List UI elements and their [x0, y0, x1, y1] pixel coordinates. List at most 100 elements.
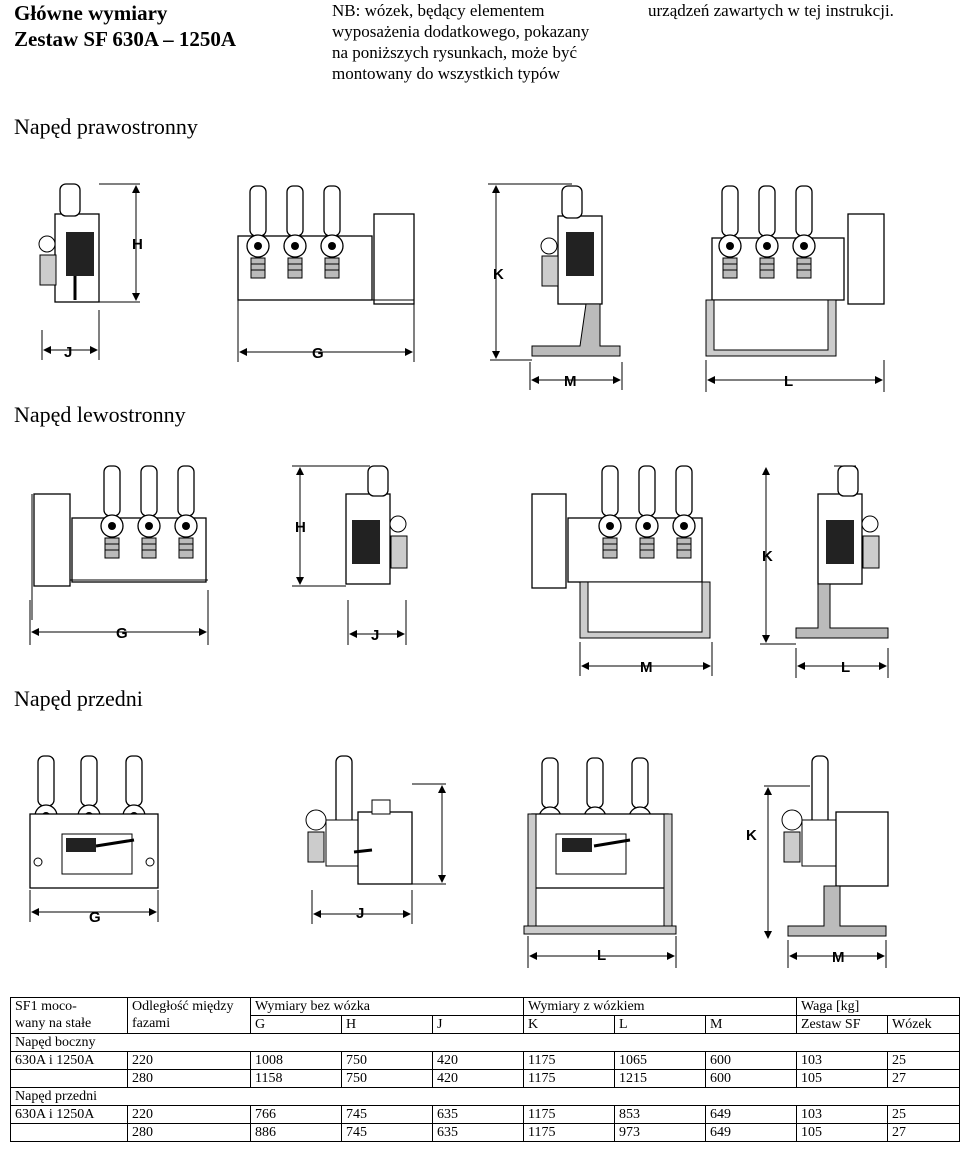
dim-label-m: M: [564, 373, 577, 390]
page-title: Główne wymiary Zestaw SF 630A – 1250A: [14, 0, 236, 52]
drawing-left-side-h: [345, 465, 408, 585]
table-section-row: Napęd przedni: [10, 1087, 960, 1106]
table-cell: 766: [250, 1105, 342, 1124]
dim-label-j: J: [64, 344, 72, 361]
table-cell: 1008: [250, 1051, 342, 1070]
note-line: montowany do wszystkich typów: [332, 64, 561, 83]
drawing-right-side-cart-front: [705, 185, 885, 357]
drawing-left-side-g: [31, 465, 208, 620]
table-cell: 649: [705, 1123, 797, 1142]
table-cell: [10, 1069, 128, 1088]
table-cell: 420: [432, 1069, 524, 1088]
table-cell: 1065: [614, 1051, 706, 1070]
table-header-cell: Wymiary z wózkiem: [523, 997, 797, 1016]
table-cell: 649: [705, 1105, 797, 1124]
table-cell: 1175: [523, 1123, 615, 1142]
table-header-cell: K: [523, 1015, 615, 1034]
dim-label-l: L: [597, 947, 606, 964]
table-cell: 103: [796, 1105, 888, 1124]
table-cell: 600: [705, 1051, 797, 1070]
table-header-row: SF1 moco- wany na stałe Odległość między…: [10, 997, 960, 1034]
header-text: SF1 moco-: [15, 999, 77, 1014]
drawing-left-side-cart: [795, 465, 889, 639]
table-cell: 630A i 1250A: [10, 1051, 128, 1070]
table-header-cell: L: [614, 1015, 706, 1034]
drawing-right-side-cart: [531, 185, 621, 357]
table-header-cell: Waga [kg]: [796, 997, 960, 1016]
note-line: NB: wózek, będący elementem: [332, 1, 545, 20]
dim-label-m: M: [640, 659, 653, 676]
table-header-cell: Wymiary bez wózka: [250, 997, 524, 1016]
dim-label-k: K: [493, 266, 504, 283]
table-cell: 27: [887, 1123, 960, 1142]
table-cell: 630A i 1250A: [10, 1105, 128, 1124]
dim-label-g: G: [89, 909, 101, 926]
note-line: wyposażenia dodatkowego, pokazany: [332, 22, 590, 41]
table-header-cell: Zestaw SF: [796, 1015, 888, 1034]
table-subheader-row: G H J K L M Zestaw SF Wózek: [11, 1015, 960, 1034]
drawing-front-cart-side: [781, 755, 889, 937]
note-block: NB: wózek, będący elementem wyposażenia …: [332, 0, 589, 84]
note-continuation: urządzeń zawartych w tej instrukcji.: [648, 1, 894, 20]
dim-label-j: J: [371, 627, 379, 644]
dim-label-m: M: [832, 949, 845, 966]
table-cell: [10, 1123, 128, 1142]
table-header-cell: M: [705, 1015, 797, 1034]
table-cell: 105: [796, 1069, 888, 1088]
table-cell: 1175: [523, 1069, 615, 1088]
dim-label-h: H: [132, 236, 143, 253]
title-line-1: Główne wymiary: [14, 1, 168, 25]
table-header-cell: SF1 moco- wany na stałe: [10, 997, 128, 1034]
table-cell: 635: [432, 1123, 524, 1142]
table-cell: 420: [432, 1051, 524, 1070]
dim-label-k: K: [746, 827, 757, 844]
table-cell: 280: [127, 1069, 251, 1088]
table-cell: 220: [127, 1105, 251, 1124]
table-cell: 1215: [614, 1069, 706, 1088]
dimensions-table: SF1 moco- wany na stałe Odległość między…: [10, 997, 960, 1142]
table-cell: 280: [127, 1123, 251, 1142]
section-heading-left: Napęd lewostronny: [14, 402, 186, 427]
note-line: na poniższych rysunkach, może być: [332, 43, 577, 62]
table-cell: 853: [614, 1105, 706, 1124]
table-row: 280 886 745 635 1175 973 649 105 27: [10, 1123, 960, 1142]
table-header-cell: J: [432, 1015, 524, 1034]
dim-label-g: G: [312, 345, 324, 362]
table-header-cell: G: [250, 1015, 342, 1034]
table-header-cell: Wózek: [887, 1015, 960, 1034]
header-text: wany na stałe: [15, 1016, 92, 1031]
table-cell: 105: [796, 1123, 888, 1142]
dim-label-g: G: [116, 625, 128, 642]
dim-label-h: H: [295, 519, 306, 536]
table-cell: 1158: [250, 1069, 342, 1088]
drawing-front-j: [305, 755, 413, 885]
table-cell: 25: [887, 1051, 960, 1070]
table-cell: 600: [705, 1069, 797, 1088]
table-cell: 750: [341, 1051, 433, 1070]
table-cell: 886: [250, 1123, 342, 1142]
table-section-row: Napęd boczny: [10, 1033, 960, 1052]
drawing-front-g: [29, 755, 159, 889]
dim-label-l: L: [784, 373, 793, 390]
drawing-left-side-cart-front: [531, 465, 711, 639]
section-heading-right: Napęd prawostronny: [14, 114, 198, 139]
technical-drawings: H J G K M L: [29, 183, 889, 968]
dim-label-l: L: [841, 659, 850, 676]
table-section-title: Napęd przedni: [10, 1087, 960, 1106]
drawing-right-side-g: [237, 185, 415, 305]
table-row: 630A i 1250A 220 1008 750 420 1175 1065 …: [10, 1051, 960, 1070]
header-text: fazami: [132, 1016, 171, 1031]
drawing-right-side-h: [38, 183, 100, 303]
table-cell: 103: [796, 1051, 888, 1070]
table-cell: 25: [887, 1105, 960, 1124]
table-row: 280 1158 750 420 1175 1215 600 105 27: [10, 1069, 960, 1088]
table-cell: 973: [614, 1123, 706, 1142]
table-cell: 220: [127, 1051, 251, 1070]
dim-label-k: K: [762, 548, 773, 565]
table-cell: 27: [887, 1069, 960, 1088]
table-cell: 635: [432, 1105, 524, 1124]
table-row: 630A i 1250A 220 766 745 635 1175 853 64…: [10, 1105, 960, 1124]
table-header-cell: Odległość między fazami: [127, 997, 251, 1034]
table-section-title: Napęd boczny: [10, 1033, 960, 1052]
table-header-cell: H: [341, 1015, 433, 1034]
